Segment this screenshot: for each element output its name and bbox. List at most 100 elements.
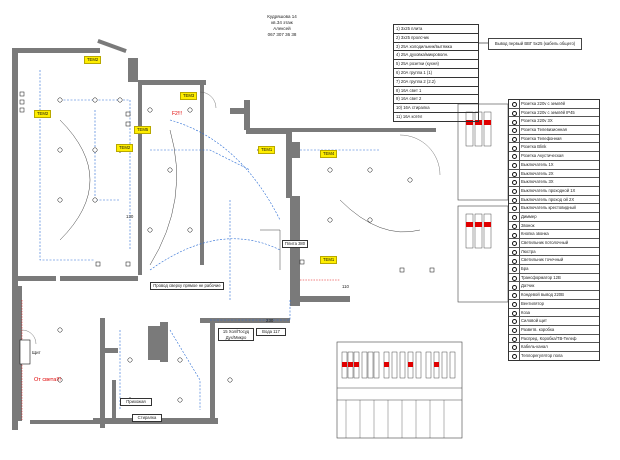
project-header: Кудряшова 14 кв.34 этаж Алексей 067 307 … [262, 14, 302, 38]
panel-board [336, 341, 463, 439]
legend-label: Распред. Коробка/ТВ-Телеф [521, 335, 577, 341]
legend-label: Выключатель проходной 1X [521, 187, 576, 193]
wiring-note: Провод сверху прямое не рабочие [150, 282, 224, 290]
circuit-row: 2) 3х25 пролсчик [394, 34, 478, 43]
bell-icon [509, 221, 520, 230]
legend-label: Розетка 220v с землёй IP45 [521, 109, 575, 115]
circuit-row: 11) 16А котёл [396, 113, 423, 119]
legend-row: Кабель-канал [509, 343, 599, 352]
legend-label: Люстра [521, 248, 536, 254]
panel-box [19, 339, 31, 365]
thermostat-icon [509, 351, 520, 360]
panel-label: Щит [32, 350, 41, 355]
room-label: Стиралка [132, 414, 162, 422]
legend-label: Светильник точечный [521, 257, 564, 263]
spot-light-icon [509, 256, 520, 265]
tem-tag: ТЕМ2 [116, 144, 134, 152]
legend-row: Вентилятор [509, 299, 599, 309]
circuit-row: 5) 25А розетки (кухня) [394, 60, 478, 69]
legend-label: Выключатель 3X [521, 179, 554, 185]
legend-label: Коза [521, 309, 530, 315]
wiring [39, 70, 380, 410]
chandelier-icon [509, 247, 520, 256]
dimmer-icon [509, 212, 520, 221]
junction-box-icon [509, 334, 520, 343]
water-box: Вода 117 [256, 328, 286, 336]
legend-label: Диммер [521, 213, 537, 219]
switch-icon [509, 178, 520, 186]
socket-icon [509, 117, 520, 126]
tem-tag: ТЕМ2 [34, 110, 52, 118]
legend-row: Светильник потолочный [509, 239, 599, 248]
legend-row: Розетка Телефонная [509, 134, 599, 144]
legend-label: Выключатель 1X [521, 161, 554, 167]
legend-label: Разветв. коробка [521, 326, 555, 332]
legend-label: Выключатель проход ой 2X [521, 196, 575, 202]
circuit-row: 8) 16А свет 1 [394, 87, 478, 96]
legend-row: Розетка Акустическая [509, 152, 599, 161]
legend-label: Трансформатор 12В [521, 274, 561, 280]
cable-note: Вывод первый ВВГ 5х25 (кабель общего) [488, 38, 582, 50]
cables [59, 119, 421, 270]
network-socket-icon [509, 143, 520, 152]
legend-label: Розетка Blink [521, 144, 547, 150]
legend-row: Кондевой вывод 220В [509, 291, 599, 300]
dimension-label: 110 [342, 284, 349, 289]
socket-icon [509, 108, 520, 117]
legend-row: Розетка Телевизионная [509, 126, 599, 135]
legend-row: Разветв. коробка [509, 325, 599, 335]
legend-row: Бра [509, 265, 599, 274]
fan-icon [509, 299, 520, 308]
legend-label: Звонок [521, 222, 535, 228]
ceiling-light-icon [509, 239, 520, 247]
box-icon [509, 308, 520, 317]
circuit-list: 1) 3х25 плита 2) 3х25 пролсчик 3) 25А хо… [393, 24, 479, 122]
switch-icon [509, 160, 520, 169]
dimension-label: 130 [126, 214, 134, 219]
dimension-label: 230 [266, 318, 274, 323]
legend-row: Звонок [509, 221, 599, 231]
wall-lamp-icon [509, 265, 520, 273]
outlet-terminal-icon [509, 291, 520, 299]
switch-icon [509, 195, 520, 204]
legend-row: Трансформатор 12В [509, 273, 599, 283]
legend-label: Кнопка звонка [521, 231, 549, 237]
circuit-row: 6) 20А группа 1 (1) [394, 69, 478, 78]
legend-row: Коза [509, 308, 599, 318]
legend-label: Выключатель крестовидный [521, 205, 576, 211]
tem-tag: ТЕМ4 [320, 150, 338, 158]
cable-channel-icon [509, 343, 520, 351]
legend-row: Диммер [509, 212, 599, 222]
transformer-icon [509, 273, 520, 282]
tv-socket-icon [509, 126, 520, 134]
circuit-row: 3) 25А холодильник/вытяжка [394, 43, 478, 52]
tem-tag: ТЕМ2 [84, 56, 102, 64]
legend-label: Розетка Акустическая [521, 153, 564, 159]
legend-label: Розетка Телевизионная [521, 127, 567, 133]
legend-row: Розетка 220v 3X [509, 117, 599, 127]
audio-socket-icon [509, 152, 520, 160]
header-line: Кудряшова 14 [267, 14, 297, 19]
switch-icon [509, 204, 520, 212]
legend-label: Датчик [521, 283, 535, 289]
room-label: Прихожая [120, 398, 152, 406]
legend-label: Бра [521, 266, 529, 272]
legend-label: Выключатель 2X [521, 170, 554, 176]
legend-label: Кондевой вывод 220В [521, 292, 564, 298]
legend-row: Выключатель проход ой 2X [509, 195, 599, 205]
circuit-row: 7) 20А группа 2 (2.2) [394, 78, 478, 87]
bell-button-icon [509, 230, 520, 238]
legend-row: Распред. Коробка/ТВ-Телеф [509, 334, 599, 344]
door-arcs [21, 91, 441, 345]
tem-tag: ТЕМ3 [180, 92, 198, 100]
tem-tag: ТЕМ1 [320, 256, 338, 264]
kitchen-box: 15 Хол/Посуд Дух/Микро [218, 328, 254, 341]
legend-row: Выключатель проходной 1X [509, 186, 599, 196]
circuit-row: 10) 16А стиралка [394, 104, 478, 113]
circuit-row: 1) 3х25 плита [394, 25, 478, 34]
legend-row: Датчик [509, 282, 599, 292]
legend-label: Силовой щит [521, 318, 547, 324]
tem-tag: ТЕМ1 [258, 146, 276, 154]
legend-row: Розетка 220v с землёй IP45 [509, 108, 599, 118]
